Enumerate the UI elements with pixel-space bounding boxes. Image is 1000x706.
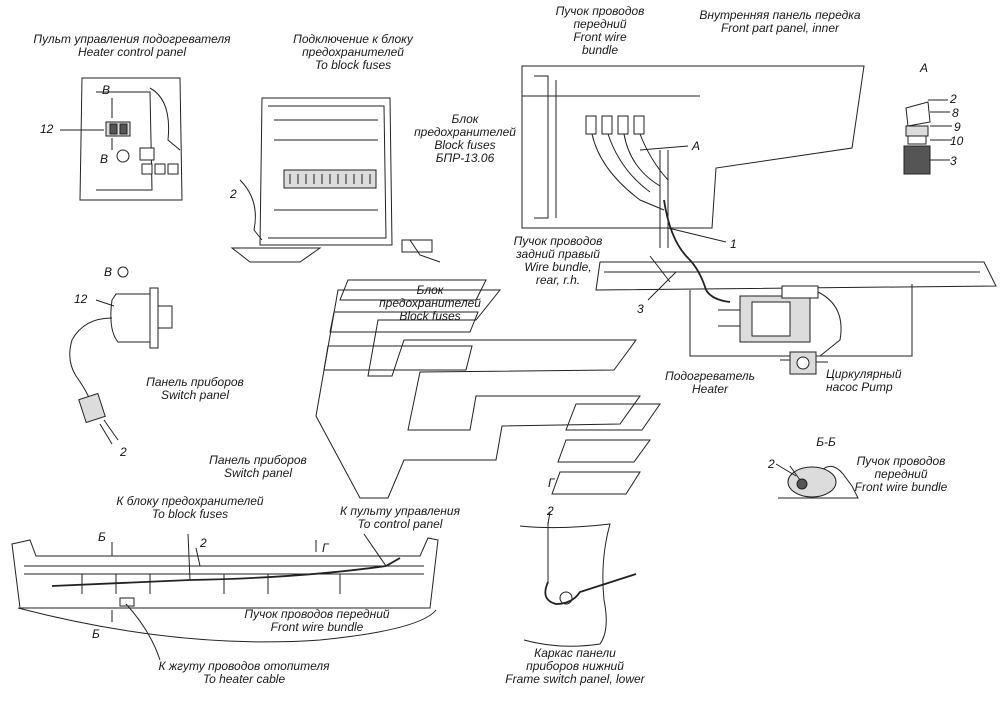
pump-label: Циркулярный насос Pump	[826, 367, 902, 394]
section-bb-label: Б-Б	[816, 435, 836, 449]
callout-r3: 3	[950, 154, 957, 168]
rear-bundle-label: Пучок проводов задний правый Wire bundle…	[513, 234, 603, 287]
section-g-mark: Г	[322, 541, 329, 555]
callout-2-frame: 2	[547, 504, 554, 518]
leader-lines	[195, 145, 797, 567]
section-b-top-mark: Б	[98, 530, 106, 544]
to-control-panel-label: К пульту управления To control panel	[340, 504, 460, 531]
callout-12b: 12	[74, 292, 88, 306]
callout-2-panel: 2	[120, 445, 127, 459]
callout-2-fuse: 2	[230, 187, 237, 201]
callout-r10: 10	[950, 134, 964, 148]
front-wire-bundle-top-label: Пучок проводов передний Front wire bundl…	[555, 4, 645, 57]
to-heater-cable-label: К жгуту проводов отопителя To heater cab…	[158, 659, 330, 686]
switch-panel-mid-label: Панель приборов Switch panel	[146, 375, 244, 402]
heater-label: Подогреватель Heater	[665, 369, 755, 396]
chassis-drawing	[595, 255, 997, 375]
to-block-fuses-bottom-label: К блоку предохранителей To block fuses	[116, 494, 264, 521]
view-g-label: Г	[548, 476, 555, 490]
block-fuses-mid-label: Блок предохранителей Block fuses	[379, 283, 481, 323]
callout-b3: В	[104, 265, 113, 279]
callout-3: 3	[637, 302, 644, 316]
front-bundle-bottom-label: Пучок проводов передний Front wire bundl…	[244, 607, 390, 634]
to-block-fuses-top-label: Подключение к блоку предохранителей To b…	[293, 32, 413, 72]
section-bb-drawing	[778, 465, 859, 499]
block-fuses-bpr-label: Блок предохранителей Block fuses БПР-13.…	[414, 112, 516, 165]
callout-bb-2: 2	[768, 457, 775, 471]
callout-a-mark: А	[692, 139, 701, 153]
switch-panel-bottom-label: Панель приборов Switch panel	[209, 453, 307, 480]
section-b-bottom-mark: Б	[92, 627, 100, 641]
callout-2-bottom: 2	[200, 536, 207, 550]
view-a-connector-drawing	[903, 99, 952, 175]
callout-r9: 9	[954, 120, 961, 134]
callout-b1: В	[102, 83, 111, 97]
front-panel-inner-label: Внутренняя панель передка Front part pan…	[699, 8, 861, 35]
block-fuses-drawing	[230, 97, 441, 263]
view-a-label: А	[920, 61, 929, 75]
callout-b2: В	[100, 152, 109, 166]
callout-1: 1	[730, 237, 737, 251]
callout-r2: 2	[950, 92, 957, 106]
heater-control-panel-drawing	[60, 77, 183, 201]
callout-r8: 8	[952, 106, 959, 120]
frame-switch-panel-drawing	[519, 522, 637, 647]
front-panel-drawing	[521, 65, 865, 291]
callout-12a: 12	[40, 122, 54, 136]
bottom-switch-panel-drawing	[11, 533, 439, 661]
frame-switch-panel-label: Каркас панели приборов нижний Frame swit…	[505, 646, 645, 686]
central-frame-drawing	[315, 279, 661, 499]
front-bundle-bb-label: Пучок проводов передний Front wire bundl…	[854, 454, 948, 494]
heater-control-panel-label: Пульт управления подогревателя Heater co…	[33, 32, 231, 59]
switch-b-detail-drawing	[69, 266, 173, 445]
